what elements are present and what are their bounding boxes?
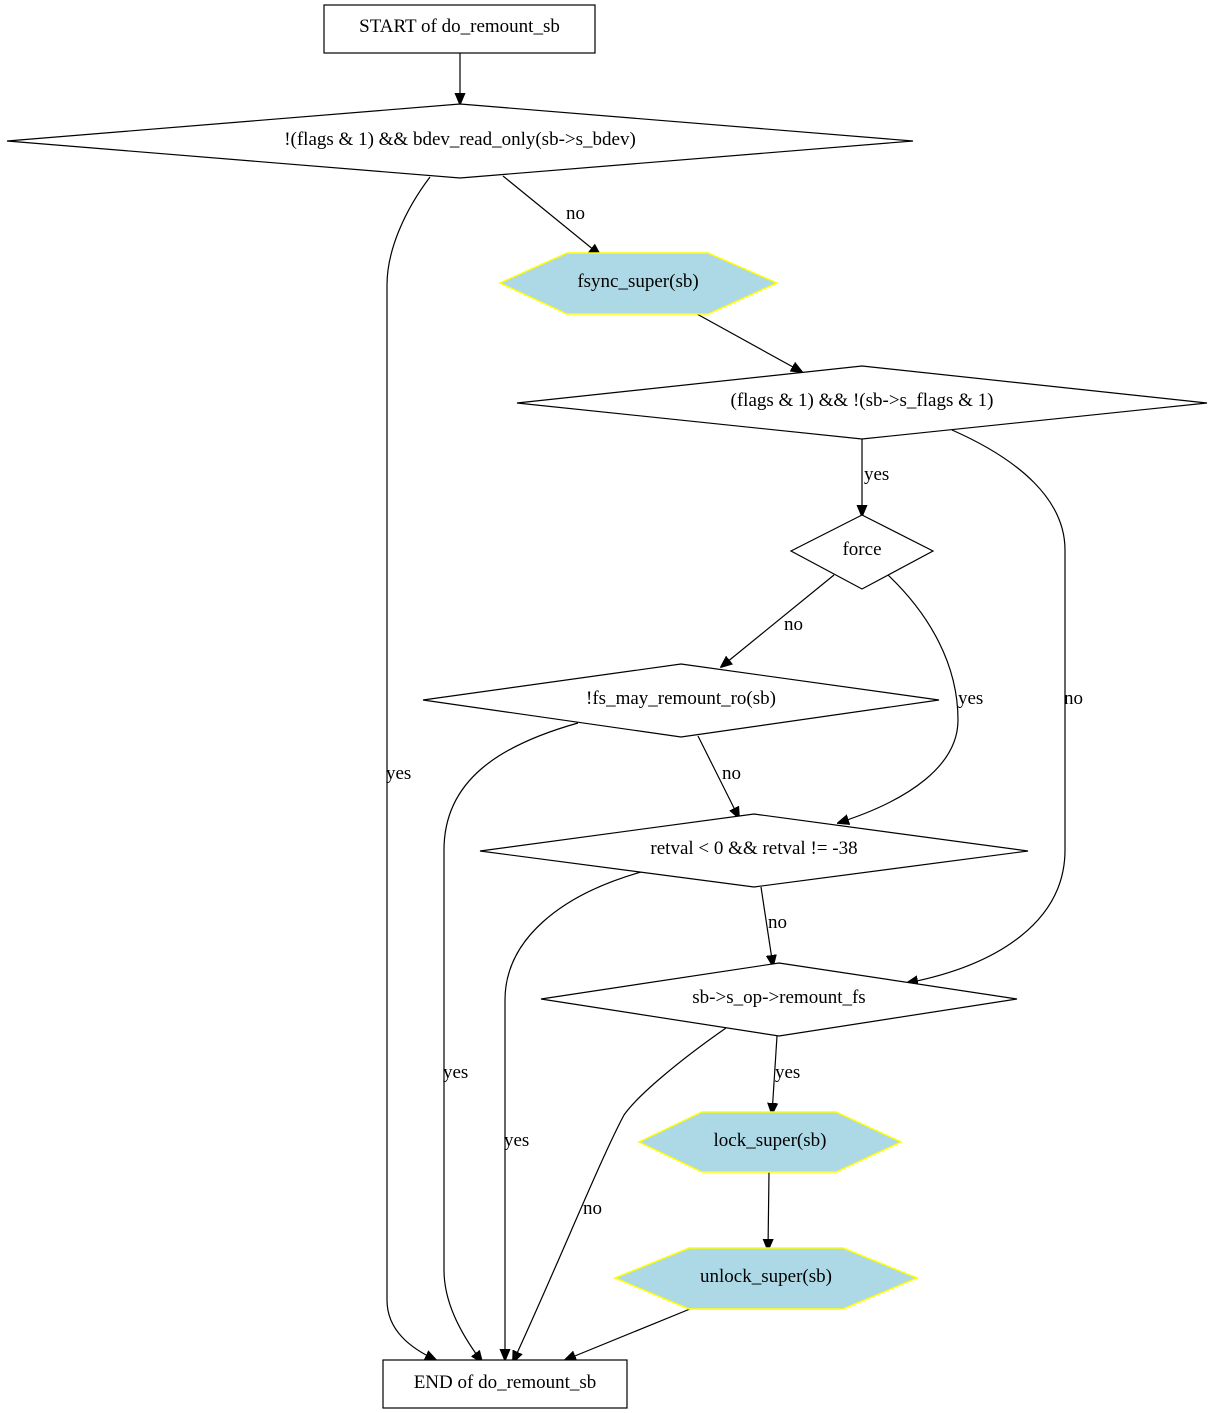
edge-label-remount-yes: yes	[775, 1062, 800, 1083]
decision-may-remount-label: !fs_may_remount_ro(sb)	[586, 688, 776, 709]
edge-remount-to-end	[513, 1027, 727, 1362]
start-node-label: START of do_remount_sb	[359, 16, 560, 37]
start-node: START of do_remount_sb	[323, 4, 596, 54]
edge-label-remount-no: no	[583, 1198, 602, 1219]
edge-unlock-to-end	[565, 1308, 691, 1360]
edge-label-flags-yes: yes	[864, 464, 889, 485]
end-node: END of do_remount_sb	[382, 1359, 628, 1409]
edge-label-retval-yes: yes	[504, 1130, 529, 1151]
edge-label-bdev-no: no	[566, 203, 585, 224]
edge-fsync-to-flags	[696, 313, 802, 372]
edge-label-bdev-yes: yes	[386, 763, 411, 784]
edge-label-force-yes: yes	[958, 688, 983, 709]
lock-hexagon	[637, 1111, 903, 1173]
decision-remount-fs-label: sb->s_op->remount_fs	[692, 987, 865, 1008]
edge-retval-to-remount	[760, 886, 773, 966]
call-fsync-label: fsync_super(sb)	[577, 271, 698, 292]
call-lock-label: lock_super(sb)	[714, 1130, 827, 1151]
call-unlock-label: unlock_super(sb)	[700, 1266, 832, 1287]
call-fsync-super: fsync_super(sb)	[498, 252, 779, 315]
edge-remount-to-lock	[772, 1035, 777, 1114]
call-lock-super: lock_super(sb)	[637, 1111, 903, 1173]
edge-force-to-retval	[838, 574, 959, 823]
decision-retval: retval < 0 && retval != -38	[479, 813, 1029, 888]
nodes: START of do_remount_sb !(flags & 1) && b…	[6, 4, 1208, 1409]
edges: yes no yes no no yes yes no yes no yes n…	[386, 53, 1083, 1362]
edge-label-may-yes: yes	[443, 1062, 468, 1083]
call-unlock-super: unlock_super(sb)	[613, 1247, 919, 1310]
edge-lock-to-unlock	[768, 1171, 769, 1250]
edge-label-flags-no: no	[1064, 688, 1083, 709]
decision-flags-readonly: (flags & 1) && !(sb->s_flags & 1)	[516, 365, 1208, 440]
decision-retval-label: retval < 0 && retval != -38	[650, 838, 857, 859]
edge-flags-to-remount	[907, 429, 1066, 983]
decision-bdev-read-only: !(flags & 1) && bdev_read_only(sb->s_bde…	[6, 103, 914, 179]
edge-may-to-end	[443, 722, 579, 1362]
unlock-hexagon	[613, 1247, 919, 1310]
edge-force-to-may	[721, 574, 835, 667]
edge-label-retval-no: no	[768, 912, 787, 933]
edge-bdev-to-end	[386, 176, 436, 1360]
edge-may-to-retval	[697, 735, 739, 818]
decision-flags-label: (flags & 1) && !(sb->s_flags & 1)	[731, 390, 994, 411]
decision-force-label: force	[842, 539, 881, 560]
edge-bdev-to-fsync	[502, 175, 600, 255]
decision-force: force	[789, 514, 935, 590]
fsync-hexagon	[498, 252, 779, 315]
end-node-label: END of do_remount_sb	[414, 1372, 597, 1393]
edge-label-may-no: no	[722, 763, 741, 784]
edge-label-force-no: no	[784, 614, 803, 635]
edge-retval-to-end	[505, 871, 642, 1360]
decision-remount-fs: sb->s_op->remount_fs	[540, 962, 1018, 1037]
decision-bdev-label: !(flags & 1) && bdev_read_only(sb->s_bde…	[284, 129, 636, 150]
decision-fs-may-remount-ro: !fs_may_remount_ro(sb)	[422, 663, 940, 738]
